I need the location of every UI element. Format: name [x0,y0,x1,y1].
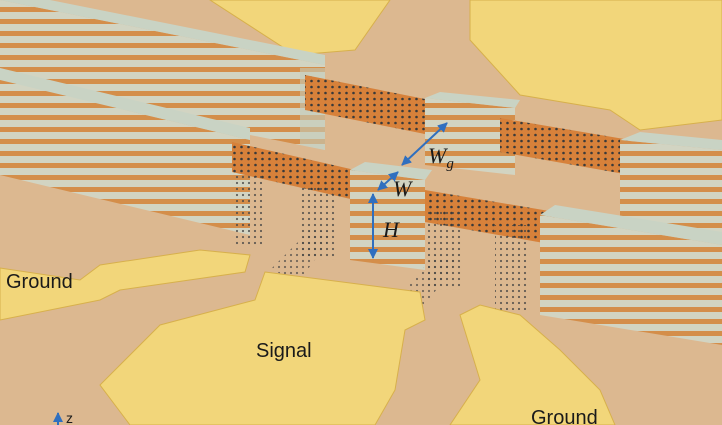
ground-pad-left [0,249,251,321]
signal-pad [99,271,426,425]
w-label: W [393,176,413,201]
w-dimension-arrow [377,171,399,191]
ground-pad-right [449,304,616,425]
back-pad-left [209,0,391,56]
h-label: H [382,217,400,242]
wg-label: Wg [428,143,454,172]
back-pad-right [469,0,722,131]
wg-dimension-arrow [401,122,448,166]
ground-label-left: Ground [6,271,73,293]
ground-label-right: Ground [531,407,598,425]
z-axis-label: z [66,410,73,425]
signal-label: Signal [256,340,312,362]
